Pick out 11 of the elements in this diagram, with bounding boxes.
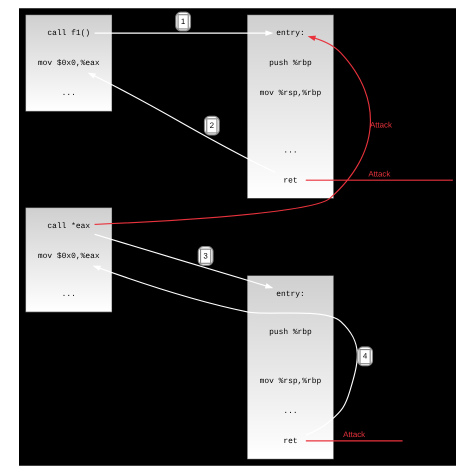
cluster: [246, 14, 334, 199]
connector: [305, 180, 452, 181]
arrow: [94, 30, 273, 36]
connector: [305, 440, 402, 442]
cluster: [246, 275, 334, 460]
arrow: [94, 234, 273, 288]
cluster: [25, 208, 112, 312]
arrow: [87, 72, 275, 173]
cluster: [25, 14, 112, 112]
arrow: [92, 266, 358, 436]
arrow: [94, 36, 370, 225]
